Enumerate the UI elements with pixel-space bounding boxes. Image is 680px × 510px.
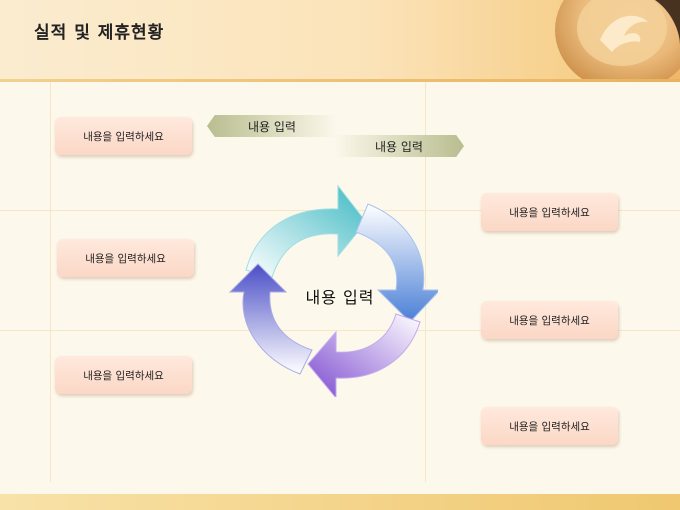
- cycle-arrow-indigo: [228, 263, 313, 375]
- content-box-right-1: 내용을 입력하세요: [481, 193, 618, 231]
- cycle-arrow-teal: [245, 184, 367, 278]
- coffee-cup-image: [555, 0, 680, 80]
- bg-gridline: [50, 82, 51, 482]
- slide-footer: [0, 494, 680, 510]
- content-box-left-3: 내용을 입력하세요: [55, 356, 192, 394]
- slide-title: 실적 및 제휴현황: [34, 23, 165, 43]
- cycle-arrow-purple: [307, 313, 421, 397]
- slide-header: 실적 및 제휴현황: [0, 0, 680, 80]
- cycle-diagram: [228, 184, 438, 397]
- content-box-left-2: 내용을 입력하세요: [57, 239, 194, 277]
- content-box-right-2: 내용을 입력하세요: [481, 301, 618, 339]
- cycle-center-label: 내용 입력: [305, 288, 375, 307]
- banner-top-label: 내용 입력: [248, 119, 296, 134]
- banner-right: 내용 입력: [334, 135, 464, 157]
- banner-right-label: 내용 입력: [375, 139, 423, 154]
- content-box-left-1: 내용을 입력하세요: [55, 117, 192, 155]
- content-box-right-3: 내용을 입력하세요: [481, 407, 618, 445]
- bg-gridline: [0, 330, 680, 331]
- header-divider: [0, 79, 680, 82]
- bg-gridline: [425, 82, 426, 482]
- banner-top: 내용 입력: [207, 115, 337, 137]
